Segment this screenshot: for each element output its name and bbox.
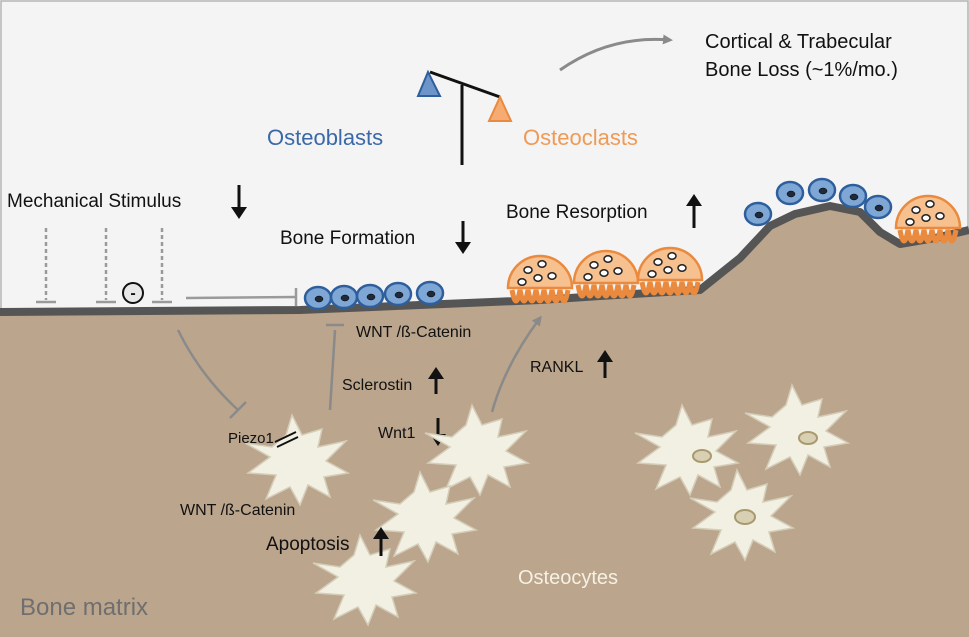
bone-loss-arrow bbox=[559, 34, 673, 72]
down-arrow-icon bbox=[231, 185, 247, 219]
inhibit-symbol: - bbox=[130, 285, 135, 302]
inhibit-circle-icon bbox=[122, 282, 144, 304]
osteocytes-label: Osteocytes bbox=[518, 567, 618, 589]
bone-surface-line bbox=[0, 202, 969, 316]
piezo1-channel-icon bbox=[274, 431, 299, 448]
wnt-catenin-top-label: WNT /ß-Catenin bbox=[356, 324, 471, 341]
balance-scale-icon bbox=[416, 69, 513, 165]
cortical-line2-text: Bone Loss (~1%/mo.) bbox=[705, 59, 898, 81]
wnt-catenin-bottom-label: WNT /ß-Catenin bbox=[180, 502, 295, 519]
bone-resorption-label: Bone Resorption bbox=[506, 202, 648, 223]
mechanical-inhibition-lines bbox=[36, 228, 298, 306]
apoptosis-label: Apoptosis bbox=[266, 534, 349, 555]
osteoblasts-label: Osteoblasts bbox=[267, 125, 383, 150]
cortical-line1-text: Cortical & Trabecular bbox=[705, 31, 892, 53]
osteocyte-nuclei bbox=[692, 431, 818, 525]
signaling-lines bbox=[176, 315, 542, 419]
up-arrow-icon bbox=[597, 350, 613, 378]
up-arrow-icon bbox=[373, 527, 389, 556]
up-arrow-icon bbox=[686, 194, 702, 228]
wnt1-label: Wnt1 bbox=[378, 425, 415, 442]
down-arrow-icon bbox=[455, 221, 471, 254]
up-arrow-icon bbox=[428, 367, 444, 394]
bone-formation-label: Bone Formation bbox=[280, 228, 415, 249]
piezo1-label: Piezo1 bbox=[228, 430, 274, 447]
bone-matrix-label: Bone matrix bbox=[20, 594, 148, 621]
osteoclasts-label: Osteoclasts bbox=[523, 125, 638, 150]
sclerostin-label: Sclerostin bbox=[342, 377, 412, 394]
rankl-label: RANKL bbox=[530, 359, 583, 376]
mechanical-stimulus-label: Mechanical Stimulus bbox=[7, 191, 181, 212]
